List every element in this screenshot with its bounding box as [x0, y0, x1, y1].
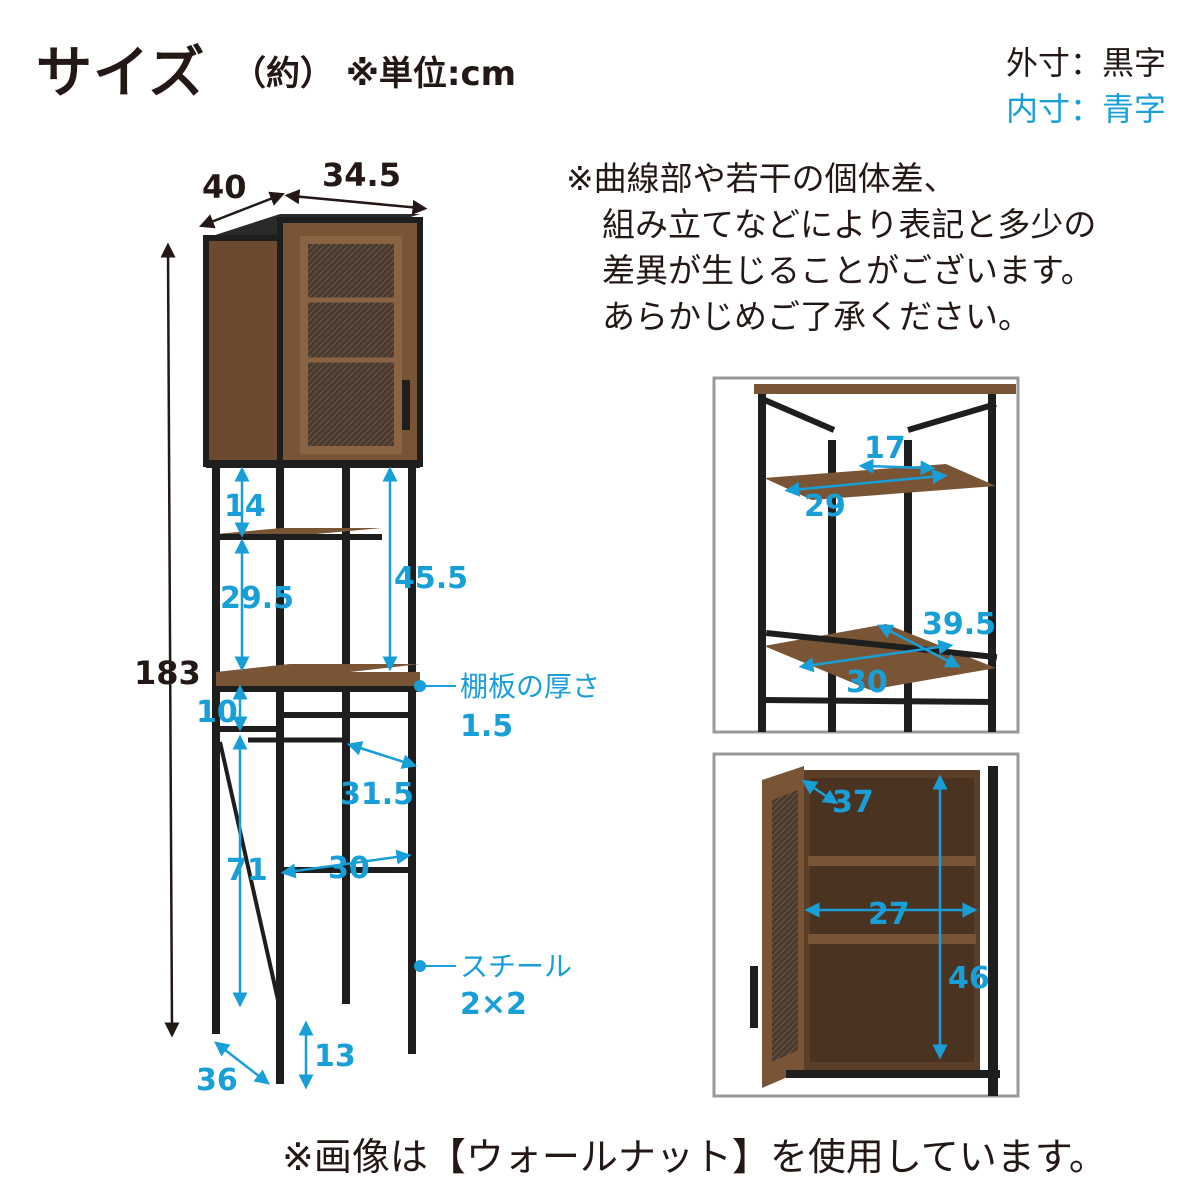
dim-lower-width: 30 — [328, 851, 370, 886]
page-title: サイズ — [36, 41, 206, 106]
note-line: 組み立てなどにより表記と多少の — [602, 205, 1097, 244]
dim-foot-height: 13 — [314, 1039, 356, 1074]
approx-label: （約） — [232, 54, 334, 94]
dim-height: 183 — [134, 654, 201, 692]
steel-value: 2×2 — [460, 987, 527, 1022]
unit-note: （約） ※単位:cm — [232, 46, 516, 95]
dim-cabinet-depth: 37 — [832, 785, 874, 820]
door-handle — [402, 380, 410, 430]
dim-cabinet-height: 46 — [948, 961, 990, 996]
detail-shelves-dims — [784, 458, 961, 673]
steel-label: スチール — [460, 950, 572, 983]
dim-lower-depth: 31.5 — [340, 777, 414, 812]
detail-cabinet-dims — [801, 774, 978, 1060]
disclaimer-note: ※曲線部や若干の個体差、 組み立てなどにより表記と多少の 差異が生じることがござ… — [566, 156, 1186, 340]
dim-large-depth: 39.5 — [922, 607, 996, 642]
detail-door-handle — [750, 966, 758, 1028]
dim-large-width: 30 — [846, 665, 888, 700]
shelf-thickness-value: 1.5 — [460, 709, 513, 744]
callout-shelf: 棚板の厚さ 1.5 — [414, 670, 600, 744]
dim-gap-top: 14 — [224, 489, 266, 524]
dim-cabinet-width: 27 — [868, 897, 910, 932]
legend-inner-dims: 内寸：青字 — [1005, 90, 1166, 128]
footer-note: ※画像は【ウォールナット】を使用しています。 — [282, 1135, 1107, 1179]
cabinet-top — [203, 214, 423, 468]
dim-small-depth: 17 — [864, 431, 906, 466]
lower-shelf — [216, 664, 420, 692]
dim-small-width: 29 — [804, 489, 846, 524]
callout-steel: スチール 2×2 — [414, 950, 572, 1022]
dim-depth: 40 — [202, 168, 247, 206]
dim-width: 34.5 — [322, 156, 401, 194]
note-line: あらかじめご了承ください。 — [602, 297, 1031, 336]
dim-upper-open: 45.5 — [394, 561, 468, 596]
dim-gap-lower: 10 — [196, 695, 238, 730]
shelf-thickness-label: 棚板の厚さ — [460, 670, 600, 703]
inner-dimensions — [214, 466, 418, 1090]
dim-gap-shelf: 29.5 — [220, 581, 294, 616]
note-line: 差異が生じることがございます。 — [602, 251, 1094, 290]
legend-outer-dims: 外寸：黒字 — [1005, 44, 1166, 82]
note-line: ※曲線部や若干の個体差、 — [566, 159, 957, 198]
dim-leg-height: 71 — [226, 853, 268, 888]
dim-foot-depth: 36 — [196, 1063, 238, 1098]
outer-dimensions — [160, 189, 428, 1038]
upper-shelf — [216, 528, 382, 540]
detail-cabinet — [712, 752, 1020, 1098]
unit-label: ※単位:cm — [345, 54, 517, 94]
